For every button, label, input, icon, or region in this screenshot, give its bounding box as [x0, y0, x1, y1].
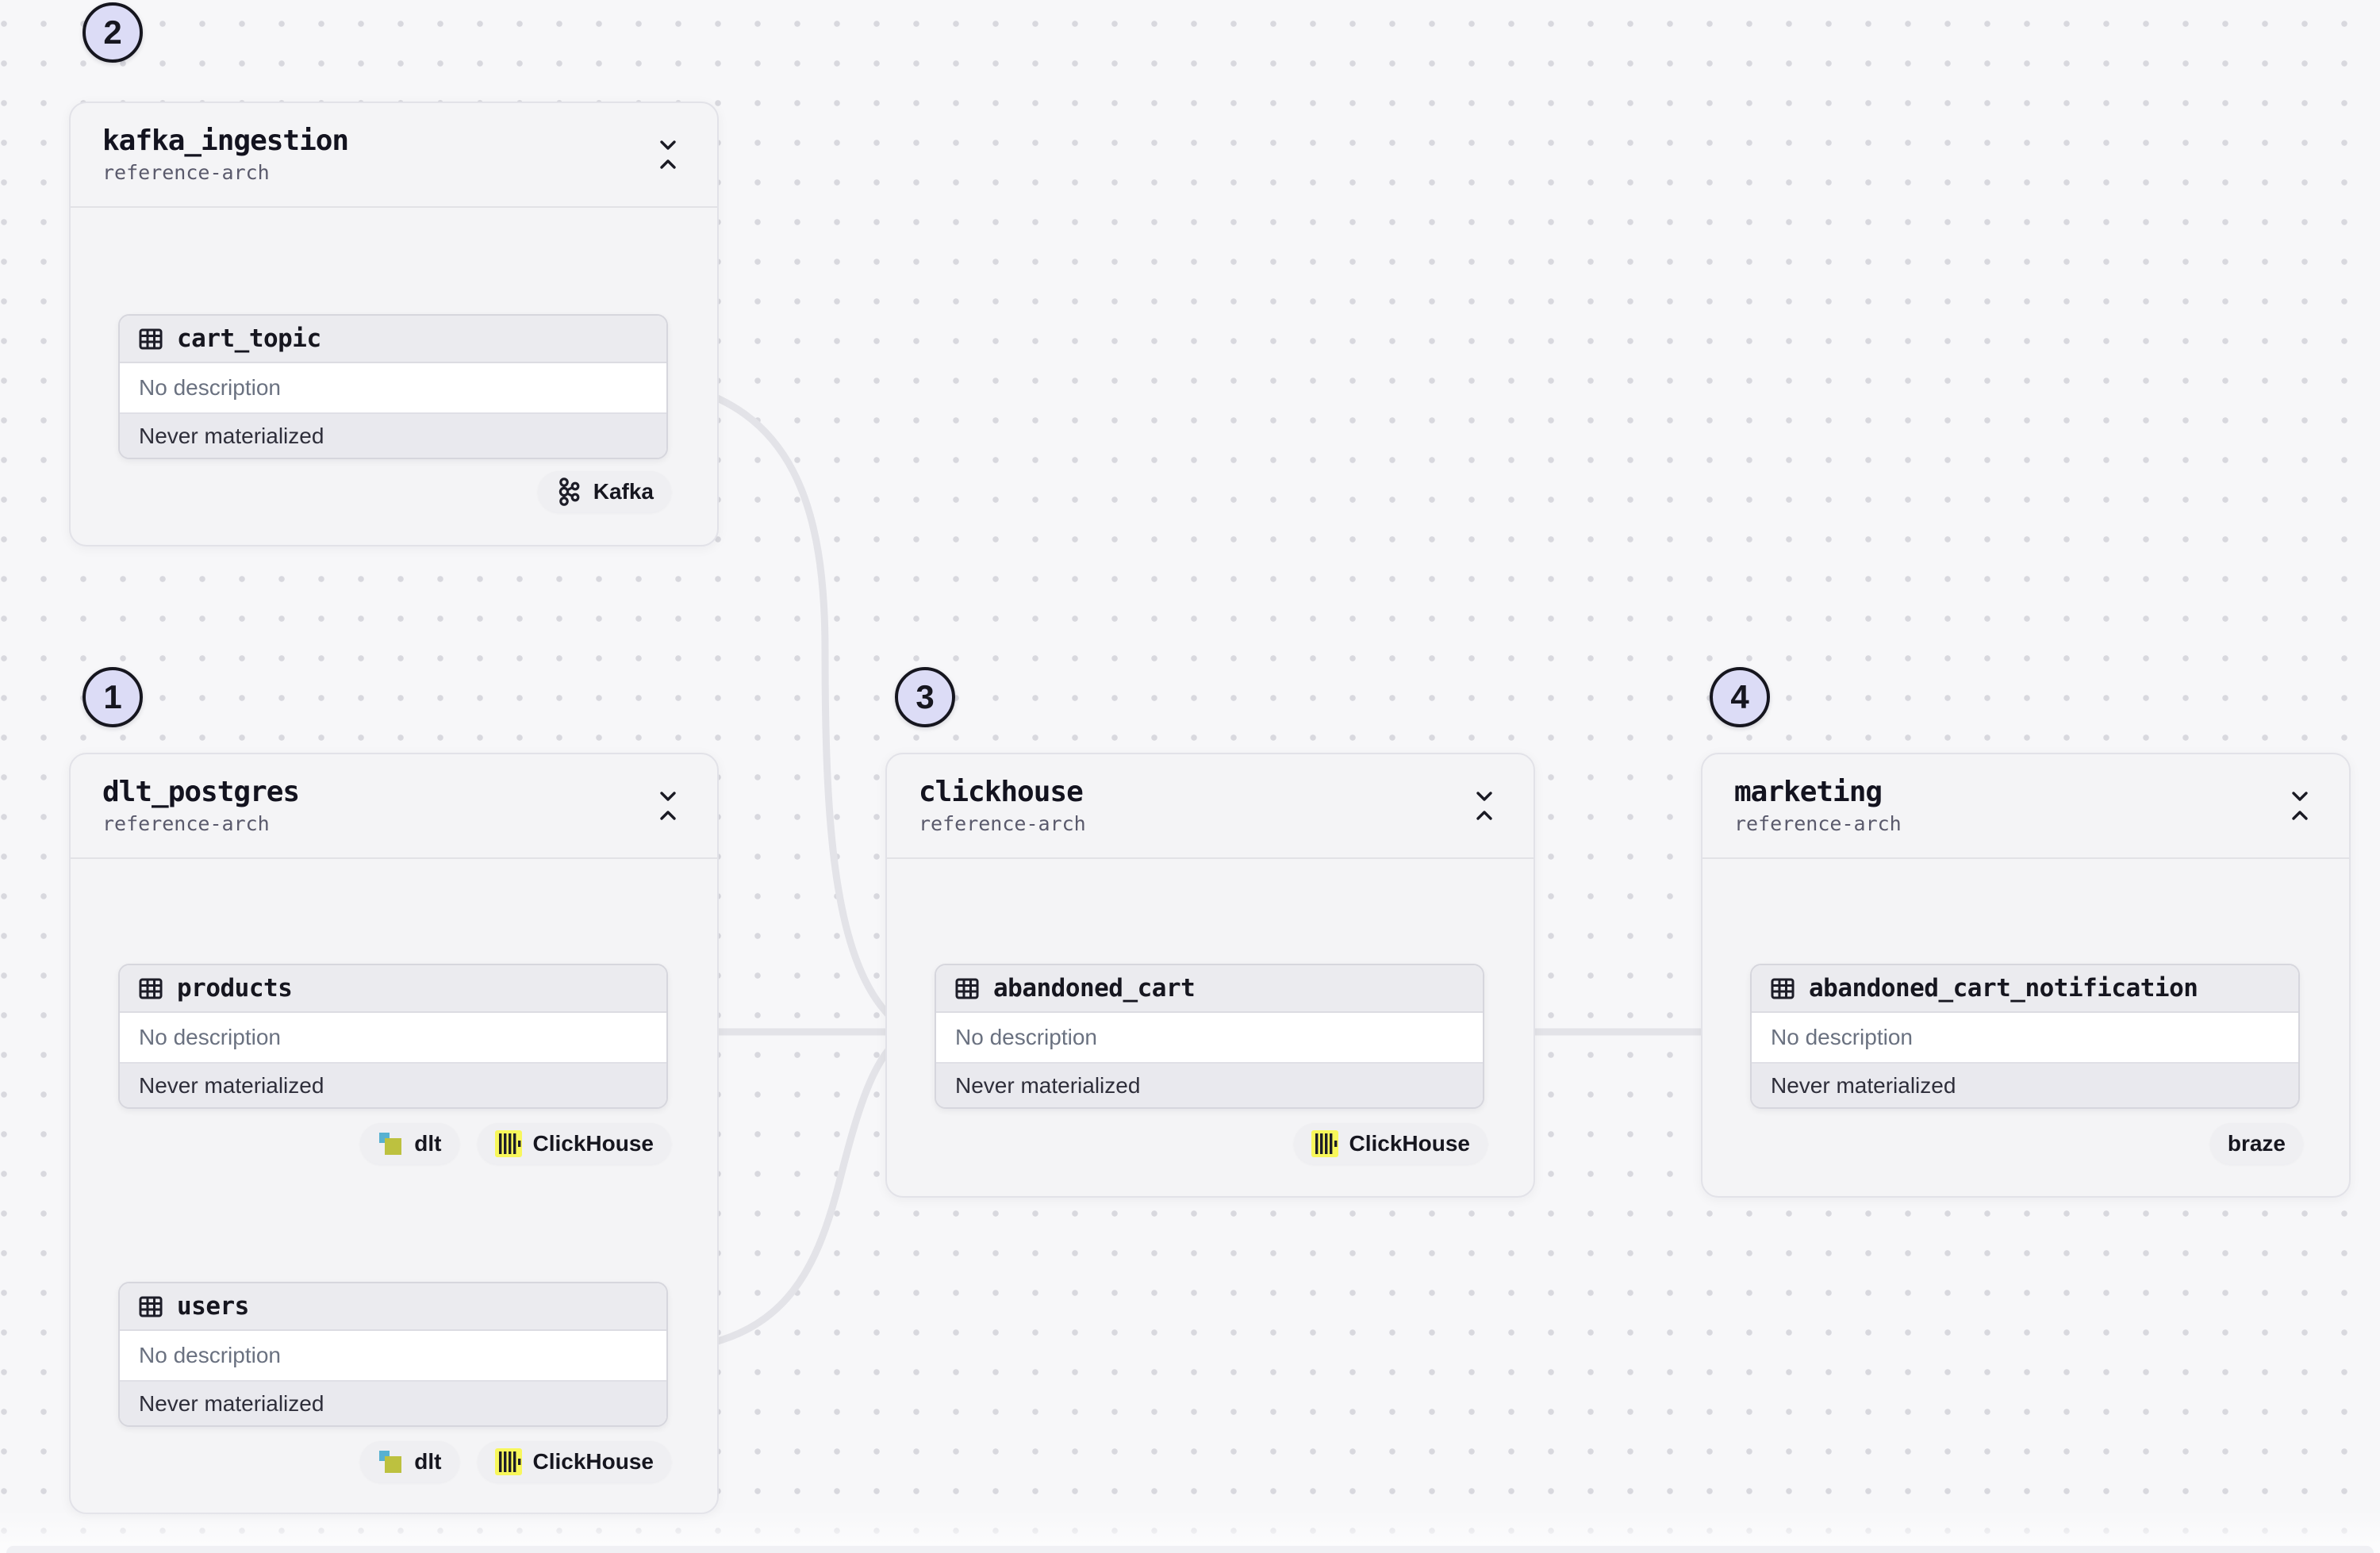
clickhouse-icon	[494, 1130, 522, 1157]
tag-label: Kafka	[593, 479, 654, 504]
asset-status: Never materialized	[936, 1062, 1483, 1107]
kafka-icon	[559, 477, 580, 506]
asset-node-header: products	[120, 965, 666, 1013]
group-header: dlt_postgres reference-arch	[71, 754, 717, 859]
group-title: marketing	[1734, 775, 1883, 808]
table-icon	[955, 978, 979, 999]
clickhouse-icon	[494, 1448, 522, 1475]
table-icon	[1771, 978, 1795, 999]
asset-name: users	[177, 1292, 249, 1321]
clickhouse-icon	[1311, 1130, 1338, 1157]
asset-name: products	[177, 974, 293, 1003]
asset-node-header: users	[120, 1283, 666, 1331]
dlt-icon	[379, 1451, 402, 1473]
table-icon	[139, 328, 163, 350]
tag-row: dlt ClickHouse	[360, 1123, 671, 1164]
tag-braze[interactable]: braze	[2209, 1123, 2303, 1164]
step-badge-3: 3	[895, 667, 955, 727]
asset-description: No description	[120, 1013, 666, 1062]
asset-description: No description	[120, 363, 666, 412]
tag-label: ClickHouse	[532, 1449, 654, 1474]
canvas-bottom-bar	[6, 1546, 2374, 1553]
step-badge-4: 4	[1710, 667, 1770, 727]
tag-label: dlt	[414, 1131, 442, 1156]
collapse-button[interactable]	[1467, 782, 1502, 830]
asset-description: No description	[936, 1013, 1483, 1062]
asset-name: cart_topic	[177, 324, 321, 353]
asset-node-abandoned-cart-notification[interactable]: abandoned_cart_notification No descripti…	[1750, 964, 2300, 1109]
tag-clickhouse[interactable]: ClickHouse	[1293, 1123, 1488, 1164]
asset-description: No description	[1752, 1013, 2298, 1062]
table-icon	[139, 978, 163, 999]
collapse-button[interactable]	[651, 782, 685, 830]
tag-row: ClickHouse	[1293, 1123, 1488, 1164]
asset-name: abandoned_cart_notification	[1809, 974, 2198, 1003]
asset-status: Never materialized	[120, 1380, 666, 1425]
group-title: kafka_ingestion	[102, 124, 349, 157]
asset-status: Never materialized	[1752, 1062, 2298, 1107]
table-icon	[139, 1296, 163, 1317]
tag-label: braze	[2227, 1131, 2286, 1156]
collapse-icon	[660, 140, 676, 169]
tag-row: braze	[2209, 1123, 2303, 1164]
tag-label: dlt	[414, 1449, 442, 1474]
group-subtitle: reference-arch	[102, 161, 270, 185]
asset-node-abandoned-cart[interactable]: abandoned_cart No description Never mate…	[935, 964, 1484, 1109]
group-card-marketing[interactable]: marketing reference-arch abandon	[1701, 753, 2351, 1198]
group-subtitle: reference-arch	[102, 812, 270, 836]
asset-node-cart-topic[interactable]: cart_topic No description Never material…	[118, 314, 668, 459]
asset-description: No description	[120, 1331, 666, 1380]
collapse-button[interactable]	[651, 131, 685, 178]
tag-dlt[interactable]: dlt	[360, 1441, 459, 1482]
asset-node-header: abandoned_cart_notification	[1752, 965, 2298, 1013]
collapse-button[interactable]	[2282, 782, 2317, 830]
group-subtitle: reference-arch	[919, 812, 1086, 836]
tag-label: ClickHouse	[1349, 1131, 1471, 1156]
tag-clickhouse[interactable]: ClickHouse	[477, 1441, 671, 1482]
asset-node-header: cart_topic	[120, 316, 666, 363]
group-header: clickhouse reference-arch	[887, 754, 1534, 859]
group-card-kafka-ingestion[interactable]: kafka_ingestion reference-arch c	[69, 102, 719, 546]
tag-row: dlt ClickHouse	[360, 1441, 671, 1482]
asset-status: Never materialized	[120, 1062, 666, 1107]
tag-clickhouse[interactable]: ClickHouse	[477, 1123, 671, 1164]
asset-node-products[interactable]: products No description Never materializ…	[118, 964, 668, 1109]
step-badge-2: 2	[83, 2, 143, 63]
collapse-icon	[2292, 792, 2308, 820]
group-title: clickhouse	[919, 775, 1084, 808]
group-subtitle: reference-arch	[1734, 812, 1902, 836]
step-badge-1: 1	[83, 667, 143, 727]
tag-row: Kafka	[537, 471, 671, 512]
group-card-clickhouse[interactable]: clickhouse reference-arch abando	[885, 753, 1535, 1198]
asset-node-header: abandoned_cart	[936, 965, 1483, 1013]
collapse-icon	[660, 792, 676, 820]
group-card-dlt-postgres[interactable]: dlt_postgres reference-arch prod	[69, 753, 719, 1514]
collapse-icon	[1476, 792, 1492, 820]
dlt-icon	[379, 1133, 402, 1155]
group-header: kafka_ingestion reference-arch	[71, 103, 717, 208]
tag-kafka[interactable]: Kafka	[537, 471, 671, 512]
asset-name: abandoned_cart	[993, 974, 1196, 1003]
asset-status: Never materialized	[120, 412, 666, 458]
group-header: marketing reference-arch	[1702, 754, 2349, 859]
tag-dlt[interactable]: dlt	[360, 1123, 459, 1164]
tag-label: ClickHouse	[532, 1131, 654, 1156]
asset-node-users[interactable]: users No description Never materialized	[118, 1282, 668, 1427]
group-title: dlt_postgres	[102, 775, 300, 808]
